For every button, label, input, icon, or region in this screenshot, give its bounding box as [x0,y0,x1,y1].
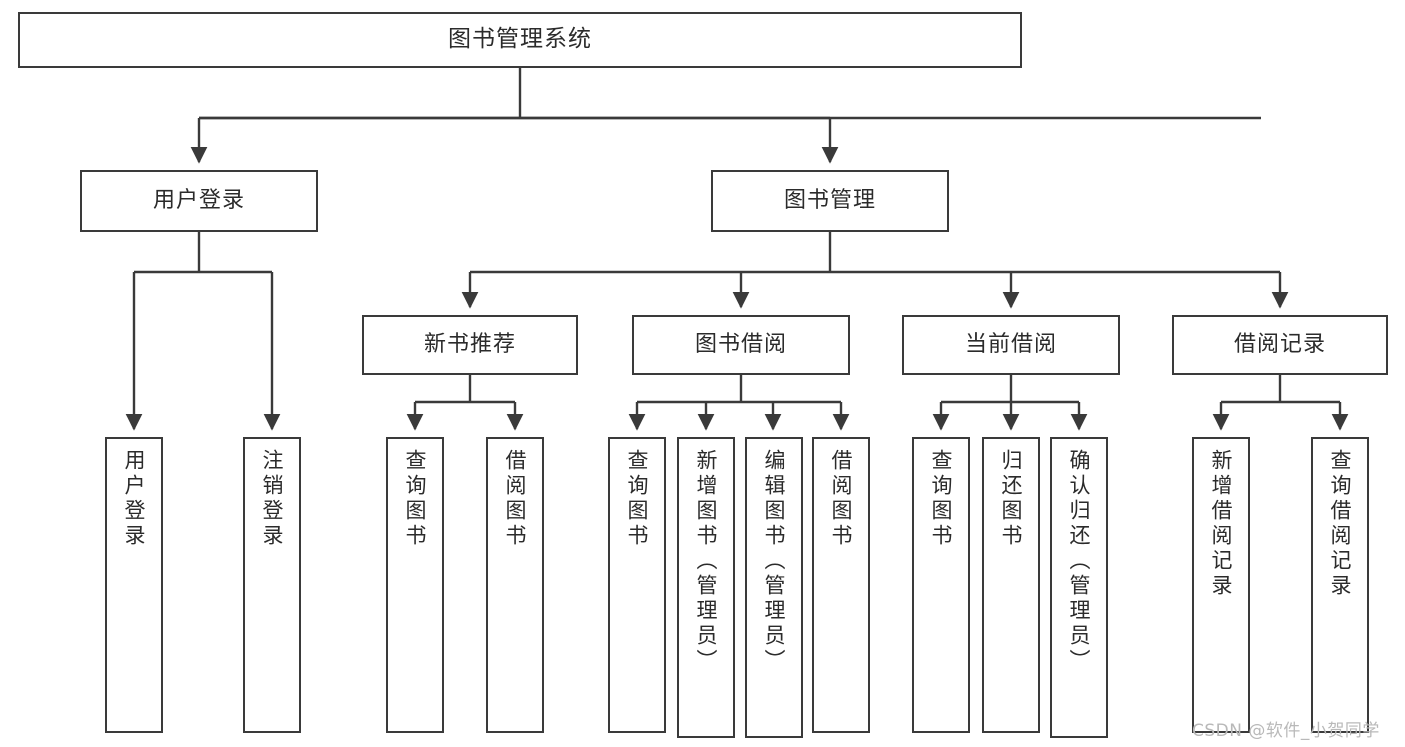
leaf-current-confirm-return-admin[interactable]: 确认归还（管理员） [1050,437,1108,738]
node-current-borrow[interactable]: 当前借阅 [902,315,1120,375]
leaf-current-query-book[interactable]: 查询图书 [912,437,970,733]
watermark-text: CSDN @软件_小贺同学 [1192,721,1380,741]
node-root-system[interactable]: 图书管理系统 [18,12,1022,68]
node-book-borrow[interactable]: 图书借阅 [632,315,850,375]
node-borrow-record[interactable]: 借阅记录 [1172,315,1388,375]
node-user-login[interactable]: 用户登录 [80,170,318,232]
leaf-user-login-login[interactable]: 用户登录 [105,437,163,733]
leaf-current-return-book[interactable]: 归还图书 [982,437,1040,733]
leaf-borrow-query-book[interactable]: 查询图书 [608,437,666,733]
leaf-record-query-record[interactable]: 查询借阅记录 [1311,437,1369,733]
leaf-borrow-edit-book-admin[interactable]: 编辑图书（管理员） [745,437,803,738]
leaf-borrow-add-book-admin[interactable]: 新增图书（管理员） [677,437,735,738]
node-book-management[interactable]: 图书管理 [711,170,949,232]
leaf-borrow-borrow-book[interactable]: 借阅图书 [812,437,870,733]
leaf-recommend-query-book[interactable]: 查询图书 [386,437,444,733]
leaf-user-login-logout[interactable]: 注销登录 [243,437,301,733]
leaf-record-add-record[interactable]: 新增借阅记录 [1192,437,1250,733]
node-new-book-recommend[interactable]: 新书推荐 [362,315,578,375]
leaf-recommend-borrow-book[interactable]: 借阅图书 [486,437,544,733]
